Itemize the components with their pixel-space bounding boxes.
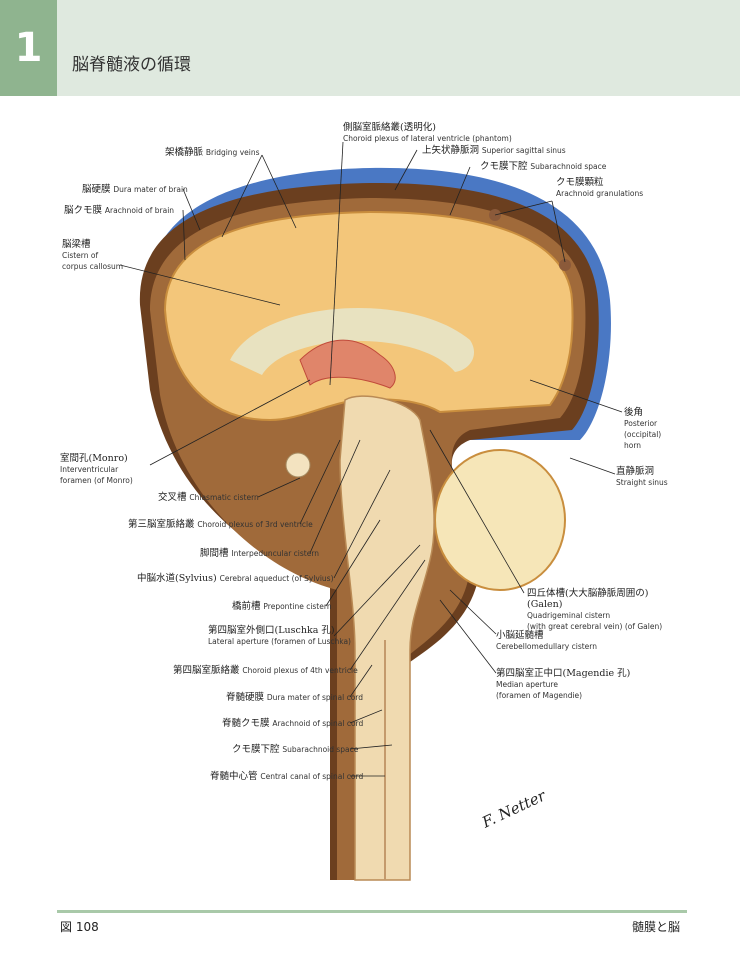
arachnoid-granulation (559, 259, 571, 271)
label-subarachnoid-2: クモ膜下腔 Subarachnoid space (232, 744, 359, 755)
label-choroid-lateral: 側脳室脈絡叢(透明化)Choroid plexus of lateral ven… (343, 122, 512, 143)
section-title: 髄膜と脳 (631, 920, 680, 934)
label-magendie: 第四脳室正中口(Magendie 孔)Median aperture(foram… (496, 668, 631, 700)
csf-circulation-illustration (119, 141, 623, 881)
label-arachnoid-spinal: 脊髄クモ膜 Arachnoid of spinal cord (222, 718, 364, 729)
label-prepontine: 橋前槽 Prepontine cistern (232, 601, 332, 612)
label-chiasmatic-cistern: 交叉槽 Chiasmatic cistern (158, 492, 259, 503)
label-interpeduncular: 脚間槽 Interpeduncular cistern (200, 548, 320, 559)
chapter-number: 1 (0, 0, 57, 96)
label-arachnoid-brain: 脳クモ膜 Arachnoid of brain (64, 205, 175, 216)
brainstem-spinal-cord (339, 395, 435, 881)
cerebellum (434, 449, 566, 591)
header-band: 1 脳脊髄液の循環 (0, 0, 740, 96)
choroid-plexus (299, 339, 396, 389)
label-dura-spinal: 脊髄硬膜 Dura mater of spinal cord (226, 692, 364, 703)
label-luschka: 第四脳室外側口(Luschka 孔)Lateral aperture (fora… (208, 625, 351, 646)
label-aqueduct: 中脳水道(Sylvius) Cerebral aqueduct (of Sylv… (137, 573, 334, 584)
label-central-canal: 脊髄中心管 Central canal of spinal cord (210, 771, 364, 782)
label-dura-brain: 脳硬膜 Dura mater of brain (82, 184, 188, 195)
label-choroid-4th: 第四脳室脈絡叢 Choroid plexus of 4th ventricle (173, 665, 358, 676)
label-bridging-veins: 架橋静脈 Bridging veins (165, 147, 260, 158)
label-subarachnoid-space: クモ膜下腔 Subarachnoid space (480, 161, 607, 172)
pituitary (285, 452, 311, 478)
corpus-callosum (230, 307, 475, 375)
label-choroid-3rd: 第三脳室脈絡叢 Choroid plexus of 3rd ventricle (128, 519, 313, 530)
label-superior-sagittal-sinus: 上矢状静脈洞 Superior sagittal sinus (422, 145, 566, 156)
label-quadrigeminal: 四丘体槽(大大脳静脈周囲の)(Galen)Quadrigeminal ciste… (527, 588, 663, 631)
footer-divider (57, 910, 687, 913)
figure-number: 図 108 (60, 920, 99, 934)
page-title: 脳脊髄液の循環 (72, 55, 191, 75)
